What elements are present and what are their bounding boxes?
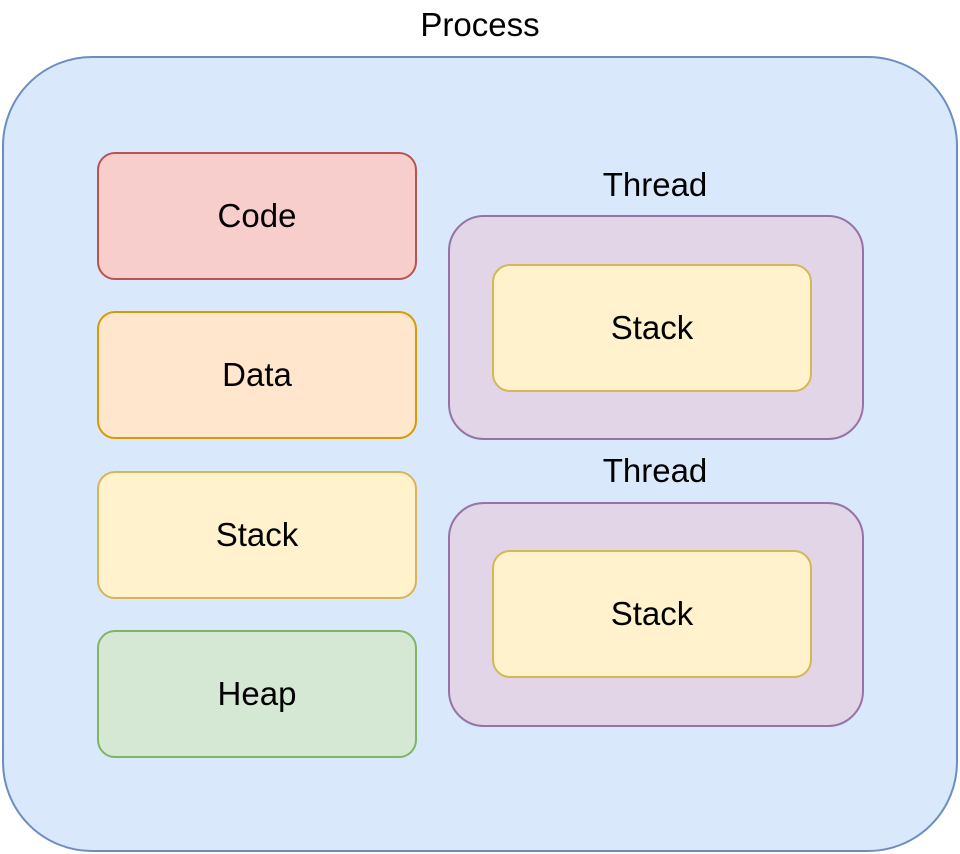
stack-segment: Stack <box>97 471 417 599</box>
data-segment: Data <box>97 311 417 439</box>
thread-label: Thread <box>602 452 708 489</box>
process-label: Process <box>420 6 540 43</box>
heap-segment: Heap <box>97 630 417 758</box>
thread-label: Thread <box>602 166 708 203</box>
code-segment: Code <box>97 152 417 280</box>
thread-stack: Stack <box>492 550 812 678</box>
thread-stack: Stack <box>492 264 812 392</box>
